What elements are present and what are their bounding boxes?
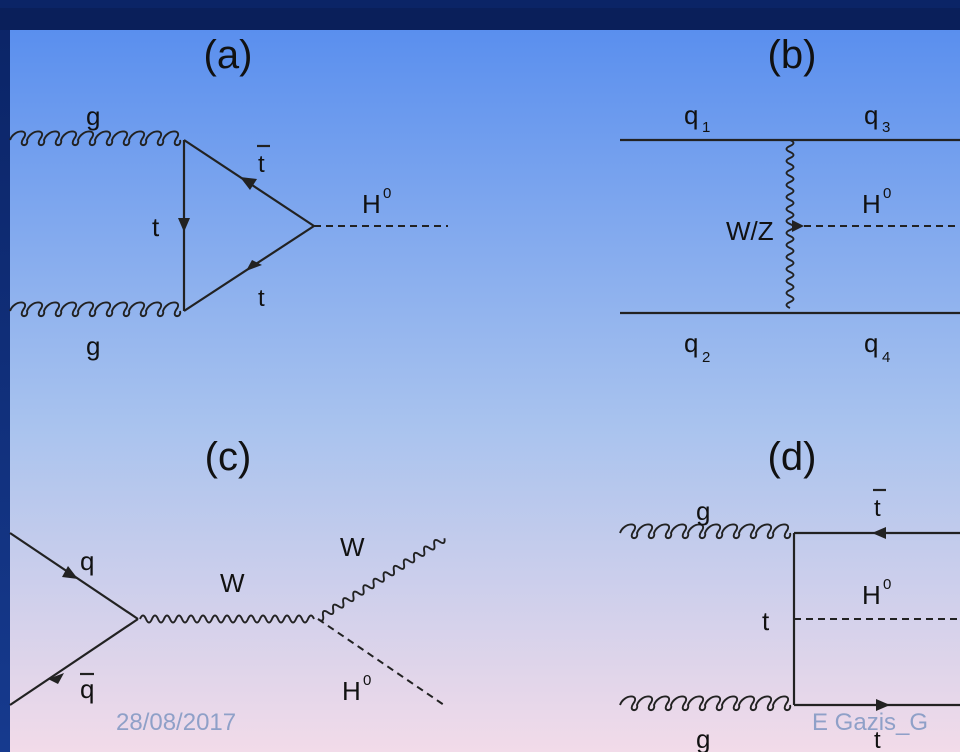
arrow-d-top xyxy=(876,699,890,711)
label-b-q3-sub: 3 xyxy=(882,119,890,136)
label-a-higgs-sup: 0 xyxy=(383,185,391,202)
label-b-q2-sub: 2 xyxy=(702,349,710,366)
panel-c: (c) q q W W H 0 xyxy=(9,435,446,706)
boson-line-b xyxy=(785,139,795,309)
label-b-q4: q xyxy=(864,328,878,358)
arrow-d-antitop xyxy=(872,527,886,539)
label-a-t: t xyxy=(258,285,265,312)
arrow-a-antitop xyxy=(240,177,257,190)
label-c-w: W xyxy=(220,568,245,598)
label-d-t-prop: t xyxy=(762,606,770,636)
label-b-q2: q xyxy=(684,328,698,358)
panel-d-label: (d) xyxy=(768,435,817,479)
label-d-higgs: H xyxy=(862,580,881,610)
label-b-q4-sub: 4 xyxy=(882,349,890,366)
panel-b: (b) q 1 q 3 q 2 q 4 W/Z H 0 xyxy=(620,33,960,366)
arrow-a-top xyxy=(246,260,262,271)
label-a-g-top: g xyxy=(86,101,100,131)
label-c-higgs: H xyxy=(342,676,361,706)
gluon-line-a-top xyxy=(9,130,182,147)
label-b-q3: q xyxy=(864,100,878,130)
label-a-g-bottom: g xyxy=(86,331,100,361)
label-d-g-top: g xyxy=(696,496,710,526)
label-b-higgs-sup: 0 xyxy=(883,185,891,202)
label-d-tbar: t xyxy=(874,495,881,522)
label-b-q1: q xyxy=(684,100,698,130)
panel-c-label: (c) xyxy=(205,435,252,479)
label-c-higgs-sup: 0 xyxy=(363,672,371,689)
footer-date: 28/08/2017 xyxy=(116,709,236,736)
label-b-boson: W/Z xyxy=(726,216,774,246)
label-d-higgs-sup: 0 xyxy=(883,576,891,593)
label-b-higgs: H xyxy=(862,189,881,219)
antiquark-line-c xyxy=(9,618,139,706)
footer-author: E Gazis_G xyxy=(812,709,928,736)
label-c-w-out: W xyxy=(340,532,365,562)
panel-b-label: (b) xyxy=(768,33,817,77)
label-a-tbar: t xyxy=(258,151,265,178)
gluon-line-a-bottom xyxy=(9,301,182,318)
panel-a: (a) g g t t t H 0 xyxy=(9,33,448,361)
label-d-t-out: t xyxy=(874,727,881,752)
higgs-line-c xyxy=(317,618,445,706)
label-d-g-bottom: g xyxy=(696,724,710,752)
diagram-panel xyxy=(10,30,960,752)
label-a-t-prop: t xyxy=(152,212,160,242)
gluon-line-d-bottom xyxy=(619,695,792,712)
label-c-qbar: q xyxy=(80,674,94,704)
w-out-line-c xyxy=(317,538,446,622)
arrow-c-q xyxy=(62,566,78,579)
arrow-b-higgs xyxy=(792,220,804,232)
label-c-q: q xyxy=(80,546,94,576)
panel-a-label: (a) xyxy=(204,33,253,77)
label-a-higgs: H xyxy=(362,189,381,219)
top-bar xyxy=(0,8,960,30)
panel-d: (d) g g t t H 0 t xyxy=(619,435,960,752)
label-b-q1-sub: 1 xyxy=(702,119,710,136)
arrow-c-qbar xyxy=(48,673,64,684)
arrow-a-prop xyxy=(178,218,190,232)
w-propagator-c xyxy=(139,614,315,624)
gluon-line-d-top xyxy=(619,523,792,540)
